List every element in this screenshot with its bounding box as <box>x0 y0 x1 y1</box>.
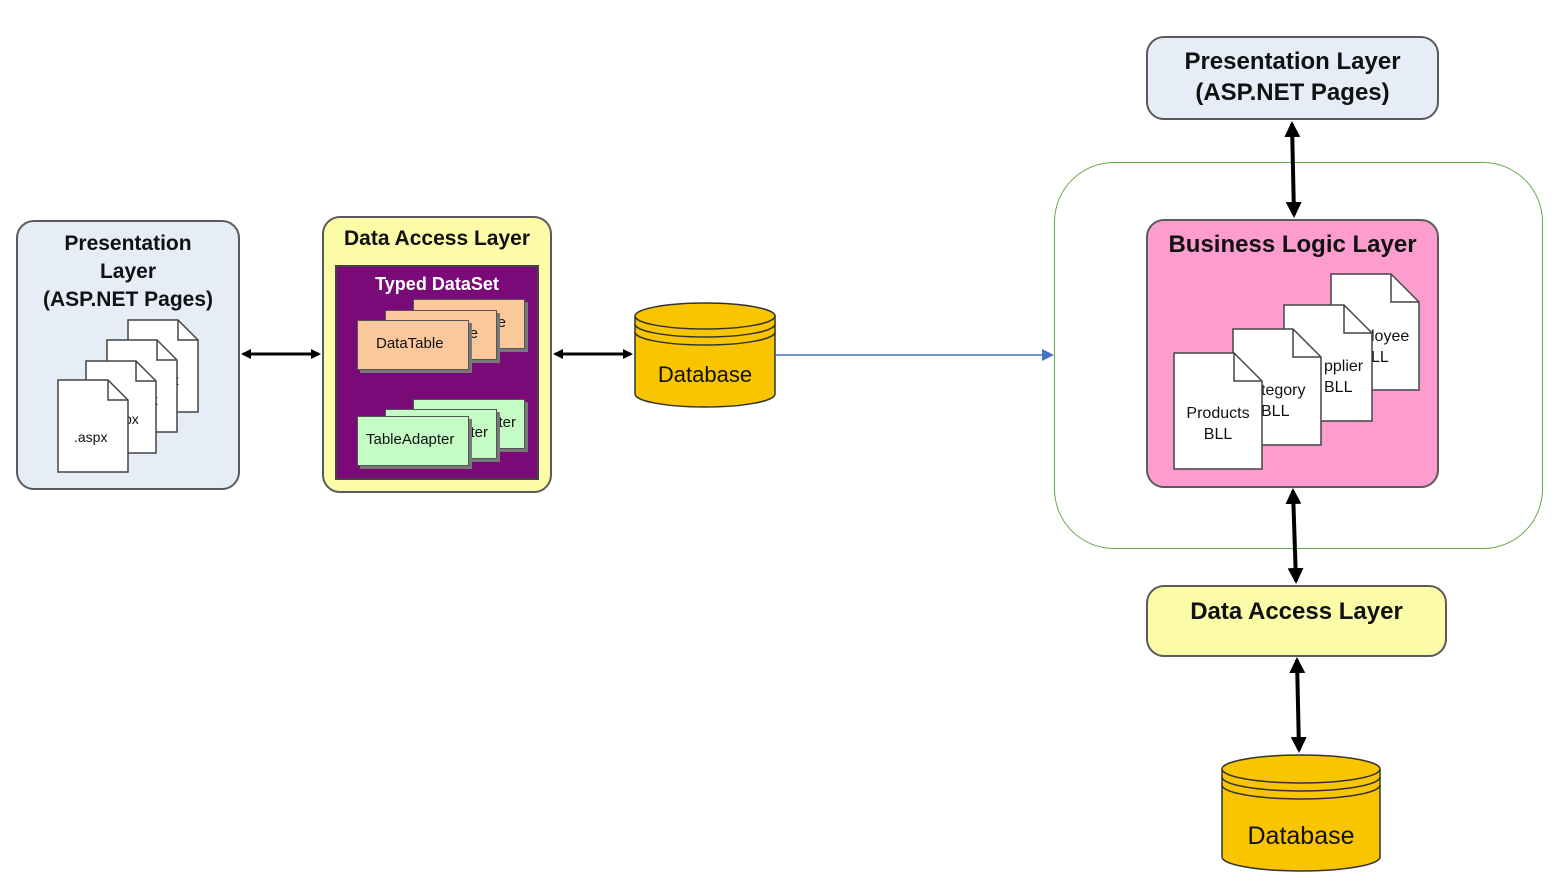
right-presentation-title: Presentation Layer (ASP.NET Pages) <box>1184 48 1401 106</box>
arrow-bll-dal <box>1285 488 1304 584</box>
left-dal-title: Data Access Layer <box>343 227 530 250</box>
typed-dataset-title: Typed DataSet <box>375 274 499 294</box>
supplier-bll-label: pplier BLL <box>1324 358 1364 396</box>
category-bll-label: tegory BLL <box>1261 382 1306 420</box>
right-database-label: Database <box>1247 822 1355 850</box>
right-dal-title: Data Access Layer <box>1190 598 1403 625</box>
arrow-presentation-bll <box>1284 121 1302 218</box>
left-presentation-title: Presentation Layer (ASP.NET Pages) <box>43 232 213 311</box>
left-database: Database <box>634 302 776 408</box>
products-bll-label: Products BLL <box>1186 405 1250 443</box>
right-database: Database <box>1221 754 1381 872</box>
right-presentation-layer: Presentation Layer (ASP.NET Pages) <box>1146 36 1439 120</box>
tableadapter-card-1: TableAdapter <box>357 416 469 466</box>
datatable-card-1: DataTable <box>357 320 469 370</box>
aspx-page-label-1: .aspx <box>74 429 108 445</box>
aspx-page-doc-1: .aspx <box>57 379 129 473</box>
bll-title: Business Logic Layer <box>1168 231 1417 258</box>
arrow-dal-database-right <box>1289 657 1307 753</box>
right-data-access-layer: Data Access Layer <box>1146 585 1447 657</box>
left-database-label: Database <box>657 362 753 387</box>
products-bll-doc: Products BLL <box>1173 352 1263 470</box>
employee-bll-label: loyee LL <box>1371 328 1410 366</box>
